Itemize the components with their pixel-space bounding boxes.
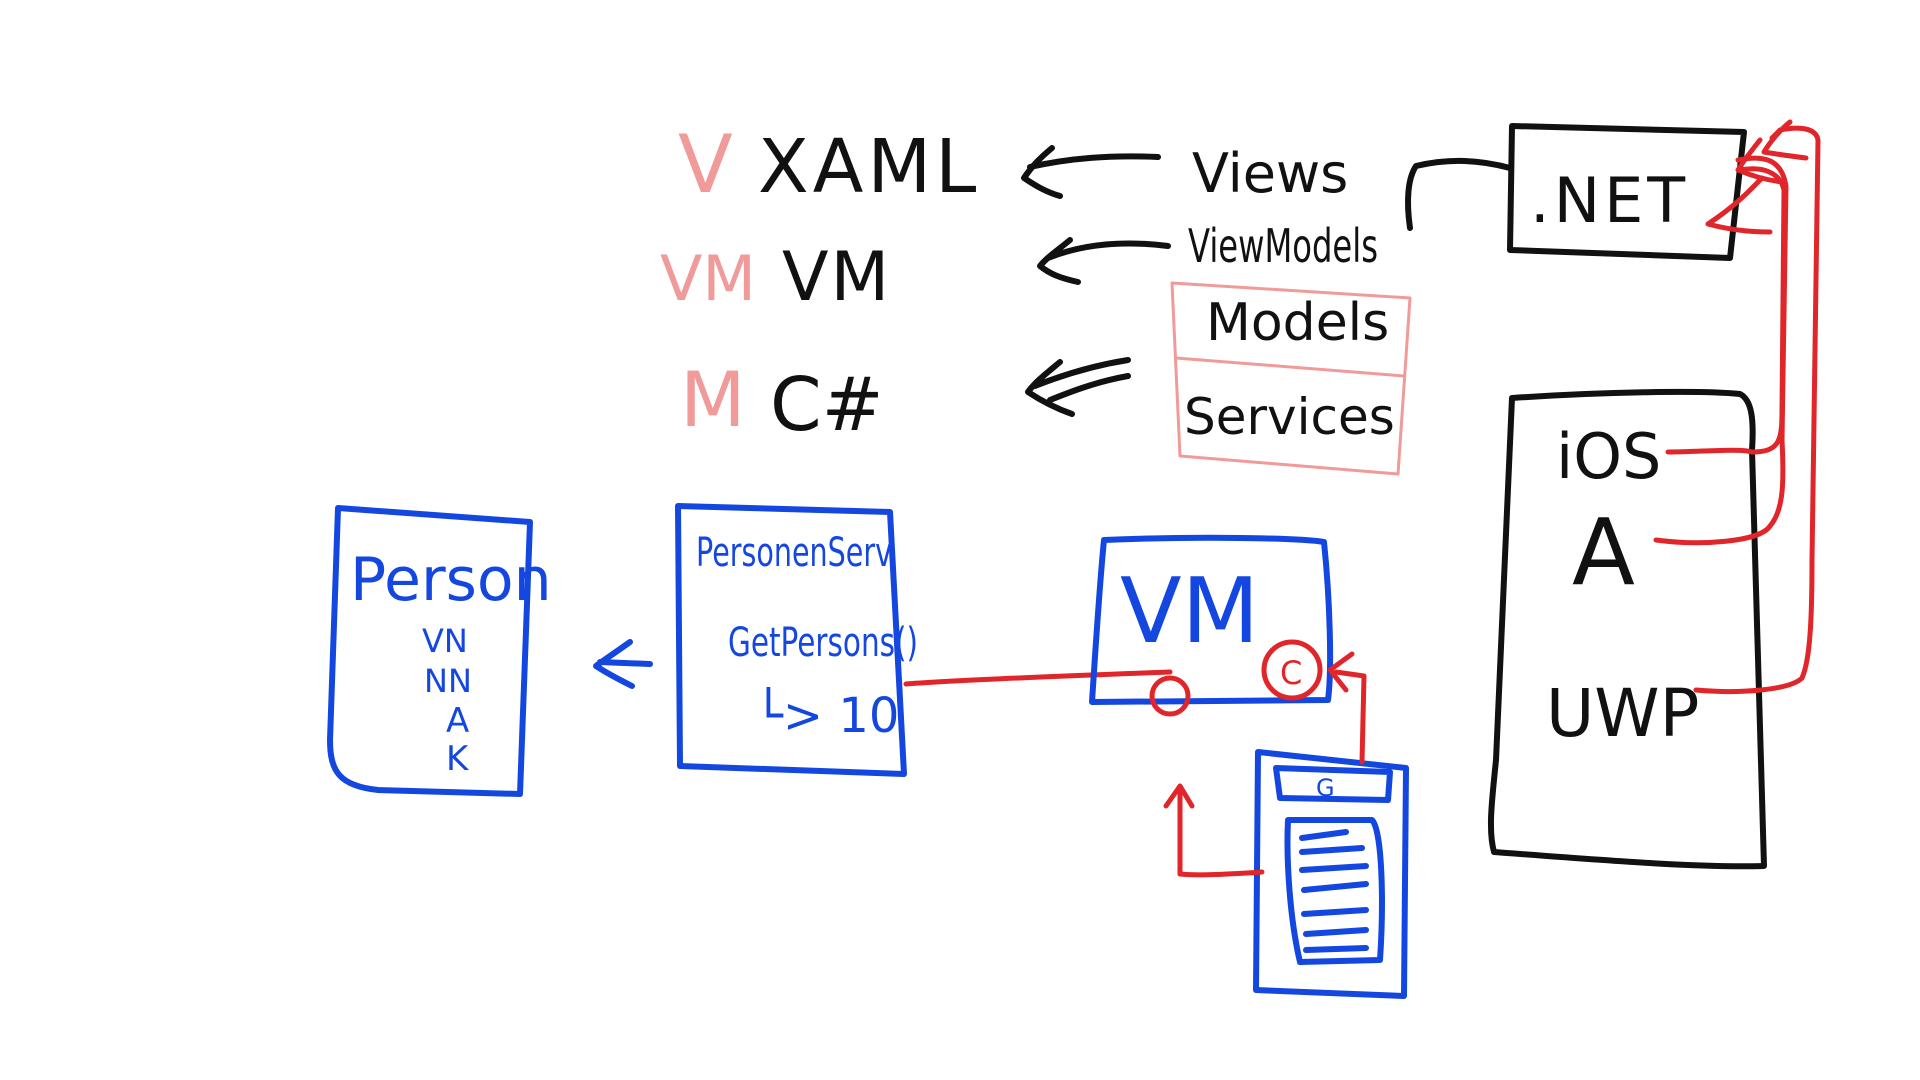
platform-ios: iOS xyxy=(1556,420,1661,493)
platforms-box xyxy=(1487,388,1767,870)
platform-android: A xyxy=(1572,499,1635,606)
binding-phone-to-vm-left xyxy=(1163,783,1265,878)
model-letter: M xyxy=(680,355,746,444)
platform-uwp: UWP xyxy=(1546,675,1699,752)
person-field-vn: VN xyxy=(422,622,468,660)
arrow-uwp-to-dotnet xyxy=(1693,119,1821,694)
arrow-views-to-xaml xyxy=(1021,145,1161,199)
viewmodel-box: VM C xyxy=(1089,534,1334,717)
viewmodel-tech: VM xyxy=(782,238,891,317)
view-letter: V xyxy=(678,118,733,211)
platform-block: .NET iOS A UWP xyxy=(1487,119,1821,870)
phone-outline xyxy=(1253,749,1409,999)
models-services-divider xyxy=(1174,356,1406,378)
personen-service: PersonenServ GetPersons() └> 10 xyxy=(675,503,918,777)
arrow-service-to-person xyxy=(593,639,653,689)
arrow-viewmodels-to-vm xyxy=(1037,237,1171,285)
vm-box xyxy=(1089,534,1334,705)
service-result: └> 10 xyxy=(754,687,899,744)
phone-list xyxy=(1284,817,1385,965)
phone-header xyxy=(1273,765,1393,803)
service-title: PersonenServ xyxy=(696,530,892,576)
phone-view: G xyxy=(1163,651,1409,999)
service-box xyxy=(675,503,907,777)
person-title: Person xyxy=(350,545,552,615)
dotnet-box xyxy=(1507,123,1747,261)
model-tech: C# xyxy=(770,362,884,448)
views-label: Views xyxy=(1192,142,1348,205)
person-field-nn: NN xyxy=(424,662,472,700)
viewmodel-letter: VM xyxy=(660,242,756,315)
binding-phone-to-command xyxy=(1327,651,1367,765)
phone-list-lines xyxy=(1299,829,1369,953)
vm-command-port xyxy=(1261,639,1323,701)
arrow-models-to-csharp xyxy=(1025,357,1131,417)
phone-header-marker: G xyxy=(1316,774,1335,802)
vm-title: VM xyxy=(1120,559,1259,664)
view-tech: XAML xyxy=(758,124,980,210)
arrow-android-to-dotnet xyxy=(1653,155,1789,546)
bracket-to-dotnet xyxy=(1405,157,1513,231)
service-method: GetPersons() xyxy=(728,620,918,666)
vm-command-marker: C xyxy=(1280,654,1302,692)
mvvm-layers: V XAML VM VM M C# Views ViewModels Model… xyxy=(660,118,1513,476)
viewmodels-label: ViewModels xyxy=(1188,219,1378,273)
dotnet-label: .NET xyxy=(1530,164,1689,237)
models-services-box xyxy=(1170,281,1412,476)
link-service-to-vm xyxy=(903,669,1173,687)
models-label: Models xyxy=(1206,293,1389,353)
vm-input-port xyxy=(1149,675,1191,717)
services-label: Services xyxy=(1184,388,1395,446)
person-field-k: K xyxy=(446,739,470,779)
person-model: Person VN NN A K xyxy=(327,505,552,797)
arrow-ios-to-dotnet xyxy=(1665,137,1787,455)
person-field-a: A xyxy=(446,701,469,741)
person-box xyxy=(327,505,533,797)
